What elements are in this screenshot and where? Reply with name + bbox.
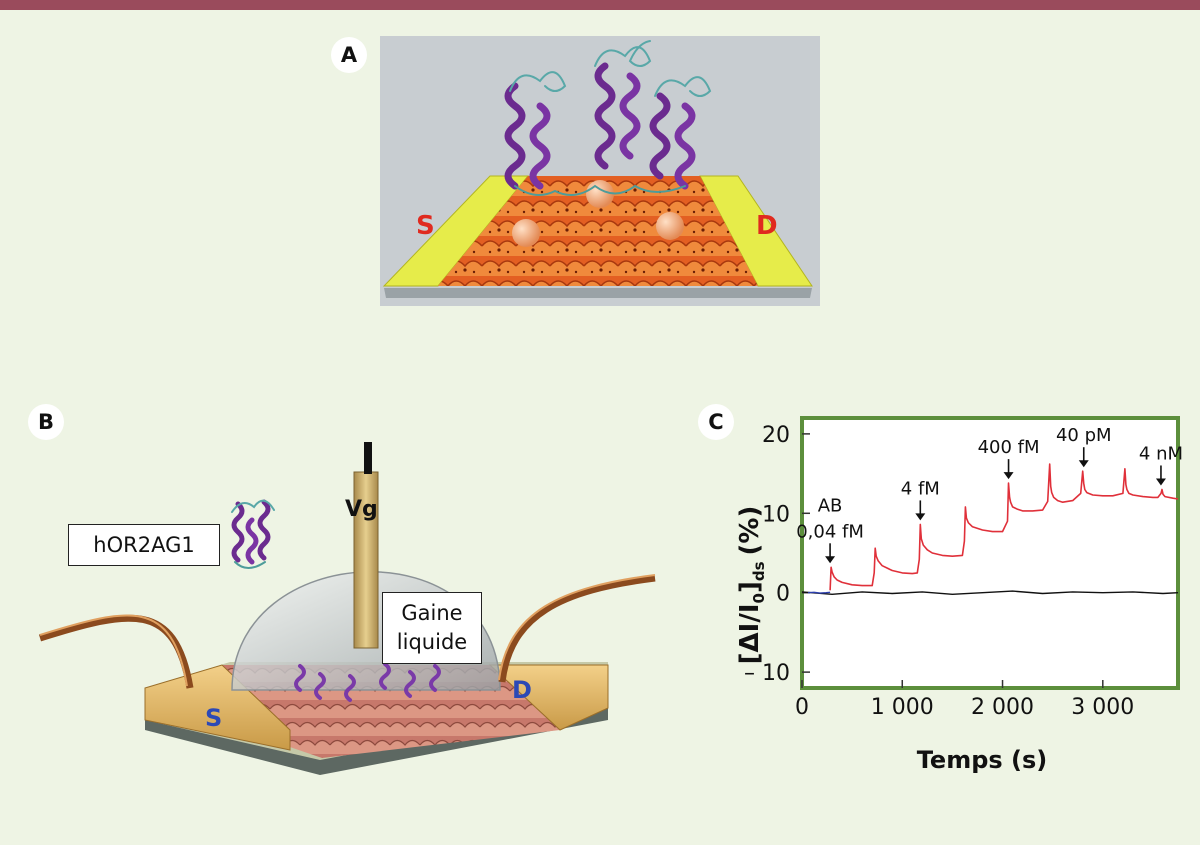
nanoparticle [512,219,540,247]
panel-b-drain-label: D [512,676,532,704]
panel-letter-a: A [331,37,367,73]
series-line-response [829,463,1179,591]
annotation-arrow-head [1155,478,1166,486]
top-accent-bar [0,0,1200,10]
annotation-arrow-head [1078,460,1089,468]
panel-b-source-pad [144,664,291,751]
liquid-gate-label-line1: Gaine [401,601,463,625]
panel-a-drain-label: D [756,211,778,241]
immobilized-receptors [294,662,441,702]
drain-probe-wire [498,574,656,683]
panel-b-illustration: S D Vg [38,442,656,775]
liquid-gate-label-line2: liquide [396,630,468,654]
plot-frame [800,416,1180,690]
panel-a-graphene-channel [438,176,758,286]
source-probe-wire [38,614,194,689]
y-tick-label: 10 [762,502,790,527]
receptor-protein-hor2ag1 [231,499,275,569]
panel-letter-b: B [28,404,64,440]
panel-a-source-label: S [416,211,435,241]
panel-b-source-label: S [205,704,222,732]
y-tick-label: 20 [762,423,790,448]
annotation-arrow-head [1003,472,1014,480]
annotation-label: AB [818,495,843,516]
annotation-label: 4 fM [901,478,940,499]
y-tick-label: 0 [776,582,790,607]
annotation-label: 40 pM [1056,425,1112,446]
x-tick-label: 2 000 [971,695,1034,720]
panel-a-drain-electrode [699,175,813,287]
source-probe-wire-highlight [39,614,188,687]
x-tick-label: 1 000 [871,695,934,720]
receptor-label: hOR2AG1 [93,533,195,557]
receptor-label-box: hOR2AG1 [68,524,220,566]
x-axis-label: Temps (s) [917,746,1048,774]
gate-voltage-label: Vg [345,497,378,522]
panel-letter-c: C [698,404,734,440]
liquid-gate-label-box: Gaine liquide [382,592,482,664]
y-axis-label: [ΔI/I0]ds(%) [735,506,768,665]
annotation-label: 0,04 fM [796,521,864,542]
gate-electrode-cap [364,442,372,474]
x-tick-label: 0 [795,695,809,720]
series-line-control [801,590,1179,596]
annotation-arrow-head [825,556,836,564]
annotation-label: 4 nM [1139,443,1183,464]
drain-probe-wire-highlight [498,574,656,681]
gate-electrode-rod [353,471,379,649]
annotation-label: 400 fM [978,437,1040,458]
annotation-arrow-head [915,513,926,521]
x-tick-label: 3 000 [1071,695,1134,720]
y-tick-label: – 10 [744,661,790,686]
panel-b-drain-pad [488,664,609,731]
series-line-baseline [807,591,831,594]
panel-a-substrate-base [384,288,812,298]
olfactory-receptor-proteins [504,40,712,196]
panel-a-illustration: S D [380,36,820,306]
nanoparticle [656,212,684,240]
